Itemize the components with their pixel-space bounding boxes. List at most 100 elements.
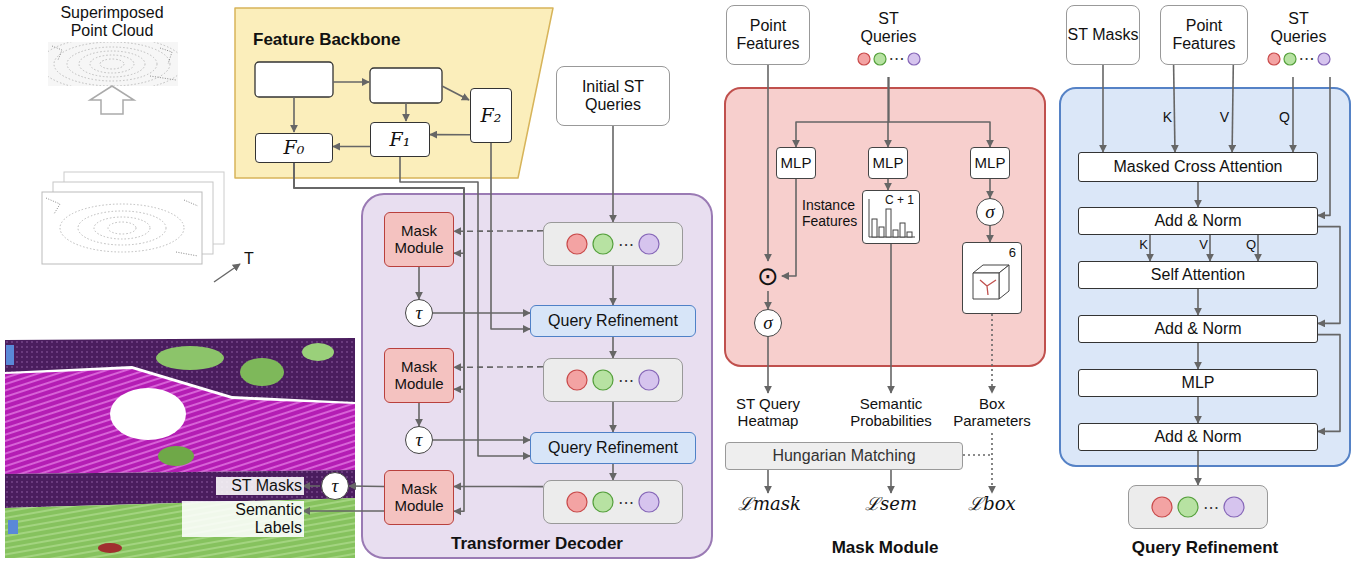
mlp-box: MLP	[868, 147, 908, 179]
box-text: τ	[416, 302, 423, 323]
decoder-panel-shape	[362, 194, 712, 558]
box-text: Point Features	[727, 17, 809, 53]
query-circle	[592, 491, 614, 513]
mask-module-box: Mask Module	[384, 212, 454, 267]
input-box: Point Features	[1160, 5, 1248, 65]
connector	[889, 77, 991, 147]
edge-label: K	[1160, 110, 1172, 126]
box-text: MLP	[781, 155, 812, 172]
edge-label: V	[1196, 238, 1208, 253]
connector	[1102, 65, 1104, 152]
connector	[989, 179, 991, 198]
query-circle	[638, 369, 660, 391]
query-circle	[1317, 52, 1331, 66]
connector	[1318, 227, 1340, 324]
connector	[1209, 235, 1211, 261]
mlp-box: MLP	[776, 147, 816, 179]
box-text: ST Queries	[1264, 10, 1334, 46]
ellipsis-text: ⋯	[618, 493, 634, 512]
query-row: ⋯	[857, 49, 921, 68]
connector	[294, 163, 464, 511]
connector	[1149, 235, 1151, 261]
box-dimension: 6	[1009, 246, 1016, 261]
connector	[887, 179, 889, 190]
box-text: Hungarian Matching	[772, 447, 915, 465]
edge-label: V	[1217, 110, 1229, 126]
figure-label: ℒmask	[738, 494, 798, 514]
mask-module-box: Mask Module	[384, 470, 454, 525]
edge-label: Instance Features	[802, 198, 860, 230]
connector	[433, 312, 530, 314]
connector	[767, 65, 769, 261]
box-text: σ	[985, 201, 994, 222]
box-text: τ	[332, 475, 339, 496]
connector	[454, 230, 543, 232]
query-set-box: ⋯	[543, 480, 683, 524]
box-text: Query Refinement	[548, 312, 678, 330]
query-circle	[638, 233, 660, 255]
edge-label: K	[1136, 238, 1148, 253]
mask-module-panel: Mask ModuleMLPMLPMLPC + 1σ6⊙σ	[725, 88, 1045, 366]
operator-circle: σ	[976, 198, 1004, 226]
superimposed-cloud	[48, 42, 178, 86]
box-text: Point Features	[1161, 17, 1247, 53]
box-text: Masked Cross Attention	[1114, 158, 1283, 176]
figure-label: Semantic Probabilities	[841, 396, 941, 430]
box-text: σ	[763, 312, 772, 333]
box-text: Add & Norm	[1154, 212, 1241, 230]
query-circle	[857, 52, 871, 66]
query-circle	[907, 52, 921, 66]
connector	[418, 403, 420, 426]
ellipsis-text: ⋯	[1299, 49, 1315, 68]
query-row: ⋯	[1267, 49, 1331, 68]
box-text: Mask Module	[385, 481, 453, 515]
query-circle	[566, 369, 588, 391]
box-icon: 6	[962, 242, 1022, 314]
query-circle	[1151, 496, 1173, 518]
panel-caption: Mask Module	[685, 538, 1085, 557]
query-set-box: ⋯	[543, 222, 683, 266]
up-arrow	[90, 86, 134, 114]
backbone-panel-shape	[235, 8, 553, 178]
figure-label: ST Query Heatmap	[726, 396, 810, 430]
feature-map-box: F₀	[255, 133, 333, 163]
connector	[1197, 451, 1199, 485]
box-text: F₂	[481, 105, 502, 126]
decoder-panel: Transformer DecoderMask Module⋯τQuery Re…	[362, 194, 712, 558]
layer-box: Add & Norm	[1078, 207, 1318, 235]
class-count: C + 1	[885, 194, 914, 208]
connector	[1292, 77, 1294, 152]
layer-box: Add & Norm	[1078, 315, 1318, 343]
box-text: ST Queries	[854, 10, 924, 46]
connector	[1257, 235, 1259, 261]
operator-circle: τ	[321, 472, 349, 500]
connector	[349, 485, 384, 487]
figure-label: Semantic Labels	[182, 501, 304, 537]
feature-map-box: F₂	[470, 88, 512, 143]
connector	[782, 179, 796, 276]
segmented-cloud	[5, 338, 355, 558]
layout-arrows	[294, 82, 992, 511]
box-text: F₁	[390, 129, 411, 150]
query-refinement-panel: Query RefinementMasked Cross AttentionAd…	[1060, 88, 1350, 466]
connector	[1197, 397, 1199, 423]
connector	[454, 486, 543, 488]
figure-label: Box Parameters	[950, 396, 1034, 430]
operator-circle: τ	[405, 299, 433, 327]
ellipsis-text: ⋯	[618, 235, 634, 254]
figure-label: Superimposed Point Cloud	[47, 4, 177, 40]
matching-box: Hungarian Matching	[725, 442, 963, 470]
connector	[612, 402, 614, 432]
box-text: Add & Norm	[1154, 320, 1241, 338]
input-box: Initial ST Queries	[556, 66, 670, 126]
connector	[400, 157, 530, 456]
query-circle	[1223, 496, 1245, 518]
box-text: MLP	[1182, 374, 1215, 392]
box-text: Mask Module	[385, 223, 453, 257]
connector	[433, 439, 530, 441]
connector	[1318, 77, 1330, 215]
mask-module-panel-shape	[725, 88, 1045, 366]
connector	[491, 143, 530, 329]
query-circle	[566, 491, 588, 513]
